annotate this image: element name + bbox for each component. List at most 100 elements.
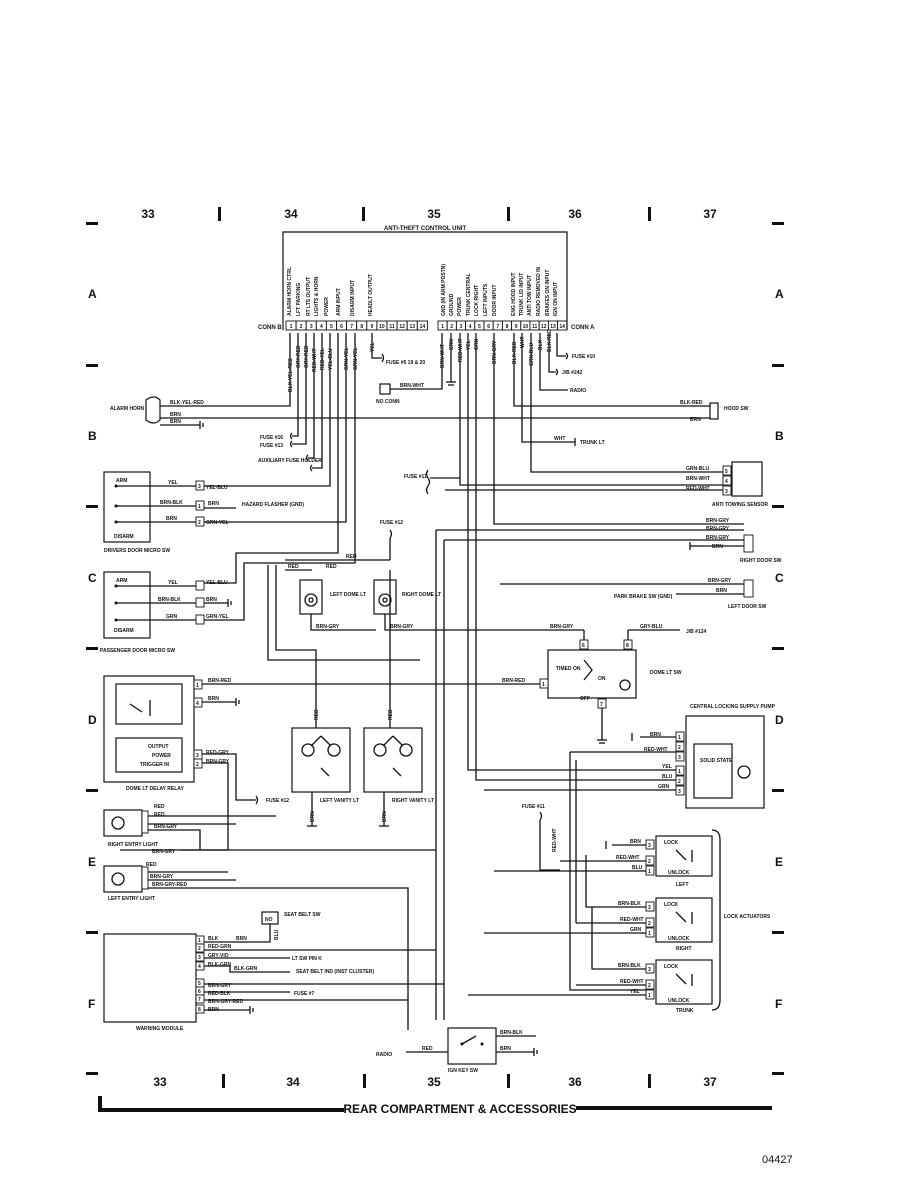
pin-function-label: ENG HOOD INPUT [511, 272, 517, 316]
lock-label: LOCK [664, 964, 679, 970]
col-label-top-34: 34 [284, 207, 298, 221]
pin-number: 1 [198, 938, 201, 944]
row-label-left-f: F [88, 997, 95, 1011]
connector-pin [195, 952, 205, 962]
wire-label: BLU [632, 865, 643, 871]
anti-towing-sensor: 5 4 3 GRN-BLU BRN-WHT RED-WHT ANTI TOWIN… [445, 461, 768, 508]
jb-124-label: J/B #124 [686, 629, 707, 635]
conn-a-wiring: BRN-WHT BRN RED-WHT YEL GRN BRN-GRY BLK-… [376, 329, 749, 781]
connector-pin [557, 320, 568, 331]
unlock-label: UNLOCK [668, 998, 690, 1004]
pin-number: 2 [198, 946, 201, 952]
pin-number: 6 [198, 989, 201, 995]
dome-lt-switch: 6 8 1 7 J/B #124 BRN-GRY GRY-BLU TIMED O… [198, 624, 707, 744]
pin-number: 14 [420, 324, 426, 330]
wire-label-conn-a: RED-WHT [458, 338, 464, 362]
pin-function-label: GND (IN ARM POSTN) [441, 264, 447, 316]
wire-label: RED-WHT [644, 747, 668, 753]
right-entry-label: RIGHT ENTRY LIGHT [108, 842, 158, 848]
vanity-lights: RED RED BRN BRN LEFT VANITY LT RIGHT VAN… [275, 565, 434, 827]
pin-number: 3 [198, 955, 201, 961]
wire-label: BRN [500, 1046, 511, 1052]
anti-tow-label: ANTI TOWING SENSOR [712, 502, 768, 508]
wire-label: BRN-RED [502, 678, 525, 684]
figure-number: 04427 [762, 1154, 793, 1166]
wire-label: BRN [170, 412, 181, 418]
wire-label: YEL-BLU [206, 485, 228, 491]
wire-label: BLK-RED [680, 400, 703, 406]
pin-number: 13 [550, 324, 556, 330]
pin-number: 8 [198, 1007, 201, 1013]
pin-number: 2 [648, 859, 651, 865]
wire-label: BRN [382, 811, 388, 822]
wire-label: YEL [630, 989, 640, 995]
row-label-right-d: D [775, 713, 784, 727]
wire-label: BRN-GRY [390, 624, 414, 630]
wire-label: BLK [208, 936, 219, 942]
wire-label: BRN-GRY [706, 526, 730, 532]
pin-number: 3 [648, 905, 651, 911]
lt-sw-pin-label: LT SW PIN K [292, 956, 322, 962]
left-entry-label: LEFT ENTRY LIGHT [108, 896, 155, 902]
wire-label: BRN [206, 597, 217, 603]
pin-function-label: LOCK RIGHT [474, 285, 480, 316]
row-label-left-c: C [88, 571, 97, 585]
col-label-bottom-36: 36 [568, 1075, 582, 1089]
fuse-5-label: FUSE #5 19 & 20 [386, 360, 425, 366]
wire-label: BRN-BLK [618, 901, 641, 907]
dome-lt-sw-label: DOME LT SW [650, 670, 682, 676]
passenger-door-micro-switch: ARM DISARM YEL BRN-BLK GRN YEL-BLU BRN G… [100, 571, 232, 654]
pin-number: 1 [648, 993, 651, 999]
wire-label: RED [314, 709, 320, 720]
unlock-label: UNLOCK [668, 870, 690, 876]
pin-function-label: LIGHTS & HORN [314, 276, 320, 316]
wire-label: RED-GRN [208, 944, 232, 950]
wire-label: RED-GRY [206, 750, 230, 756]
pin-number: 2 [678, 779, 681, 785]
wire-label: RED [146, 862, 157, 868]
row-label-left-a: A [88, 287, 97, 301]
wire-label: BRN-GRY [708, 578, 732, 584]
seat-belt-sw-label: SEAT BELT SW [284, 912, 321, 918]
wire-label-conn-b: RED-YEL [320, 348, 326, 370]
section-label: LEFT [676, 882, 689, 888]
fuse-11-top: FUSE #11 [404, 469, 460, 495]
wire-label-conn-a: BLK [538, 339, 544, 350]
pin-number: 1 [648, 931, 651, 937]
pin-number: 3 [460, 324, 463, 330]
pin-number: 9 [370, 324, 373, 330]
wire-label: YEL [168, 480, 178, 486]
pin-number: 8 [360, 324, 363, 330]
pin-number: 8 [506, 324, 509, 330]
door-switches: BRN-GRY BRN-GRY BRN-GRY BRN RIGHT DOOR S… [435, 518, 782, 1020]
wire-label: RED [154, 804, 165, 810]
connector-pin [195, 943, 205, 953]
pin-number: 4 [196, 701, 199, 707]
pin-number: 2 [648, 983, 651, 989]
pin-function-label: RT LTS OUTPUT [306, 277, 312, 316]
conn-b-wiring: BLK-YEL-RED GRY-RED GRY-RED RED-WHT RED-… [160, 333, 425, 621]
pin-number: 1 [196, 683, 199, 689]
wire-label: BRN-GRY [706, 518, 730, 524]
pin-number: 2 [450, 324, 453, 330]
pin-number: 2 [196, 762, 199, 768]
pin-number: 2 [300, 324, 303, 330]
dome-relay-label: DOME LT DELAY RELAY [126, 786, 184, 792]
hazard-flasher-label: HAZARD FLASHER (GND) [242, 502, 304, 508]
fuse-10-label: FUSE #10 [572, 354, 595, 360]
wire-label: GRN [658, 784, 670, 790]
radio-ign-label: RADIO [376, 1052, 392, 1058]
pin-number: 5 [478, 324, 481, 330]
pin-function-label: POWER [457, 297, 463, 316]
wire-label-conn-b: GRN-YEL [344, 348, 350, 371]
wire-label: BRN [236, 936, 247, 942]
wire-label: GRN [630, 927, 642, 933]
wire-label: BRN [650, 732, 661, 738]
wire-label: BRN-GRY [550, 624, 574, 630]
wire-label: BLU [274, 929, 280, 940]
aux-fuse-holder-label: AUXILIARY FUSE HOLDER [258, 458, 322, 464]
wire-label: BRN [716, 588, 727, 594]
pin-number: 1 [542, 682, 545, 688]
